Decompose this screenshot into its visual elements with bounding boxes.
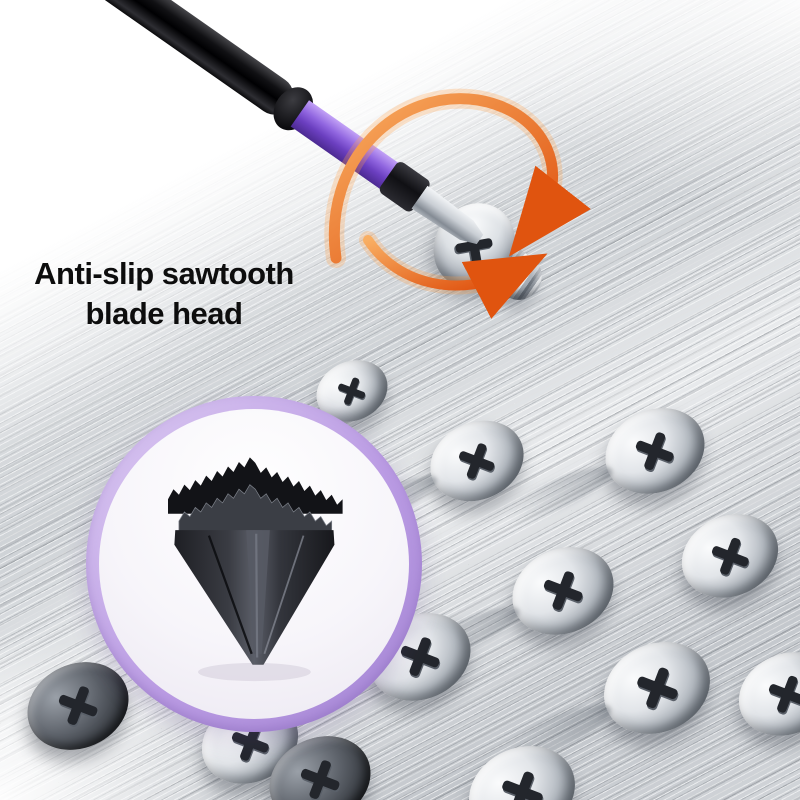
screw-head: [482, 392, 719, 539]
caption: Anti-slip sawtooth blade head: [6, 254, 322, 334]
sawtooth-bit-illustration: [167, 457, 343, 682]
phillips-slot-icon: [58, 686, 98, 728]
caption-line-2: blade head: [85, 296, 243, 331]
phillips-slot-icon: [459, 443, 496, 481]
phillips-slot-icon: [300, 760, 340, 800]
phillips-slot-icon: [543, 571, 583, 613]
screw-head: [481, 625, 725, 778]
phillips-slot-icon: [768, 675, 800, 715]
screw-head: [389, 531, 628, 680]
magnifier-inset: [86, 396, 422, 732]
phillips-slot-icon: [501, 771, 543, 800]
phillips-slot-icon: [636, 432, 675, 472]
phillips-slot-icon: [636, 667, 678, 711]
screw-head: [668, 499, 792, 613]
magnifier-inset-background: [99, 409, 409, 719]
phillips-slot-icon: [711, 537, 750, 577]
phillips-slot-icon: [338, 377, 367, 406]
caption-line-1: Anti-slip sawtooth: [34, 256, 294, 291]
screw-head: [725, 637, 800, 751]
